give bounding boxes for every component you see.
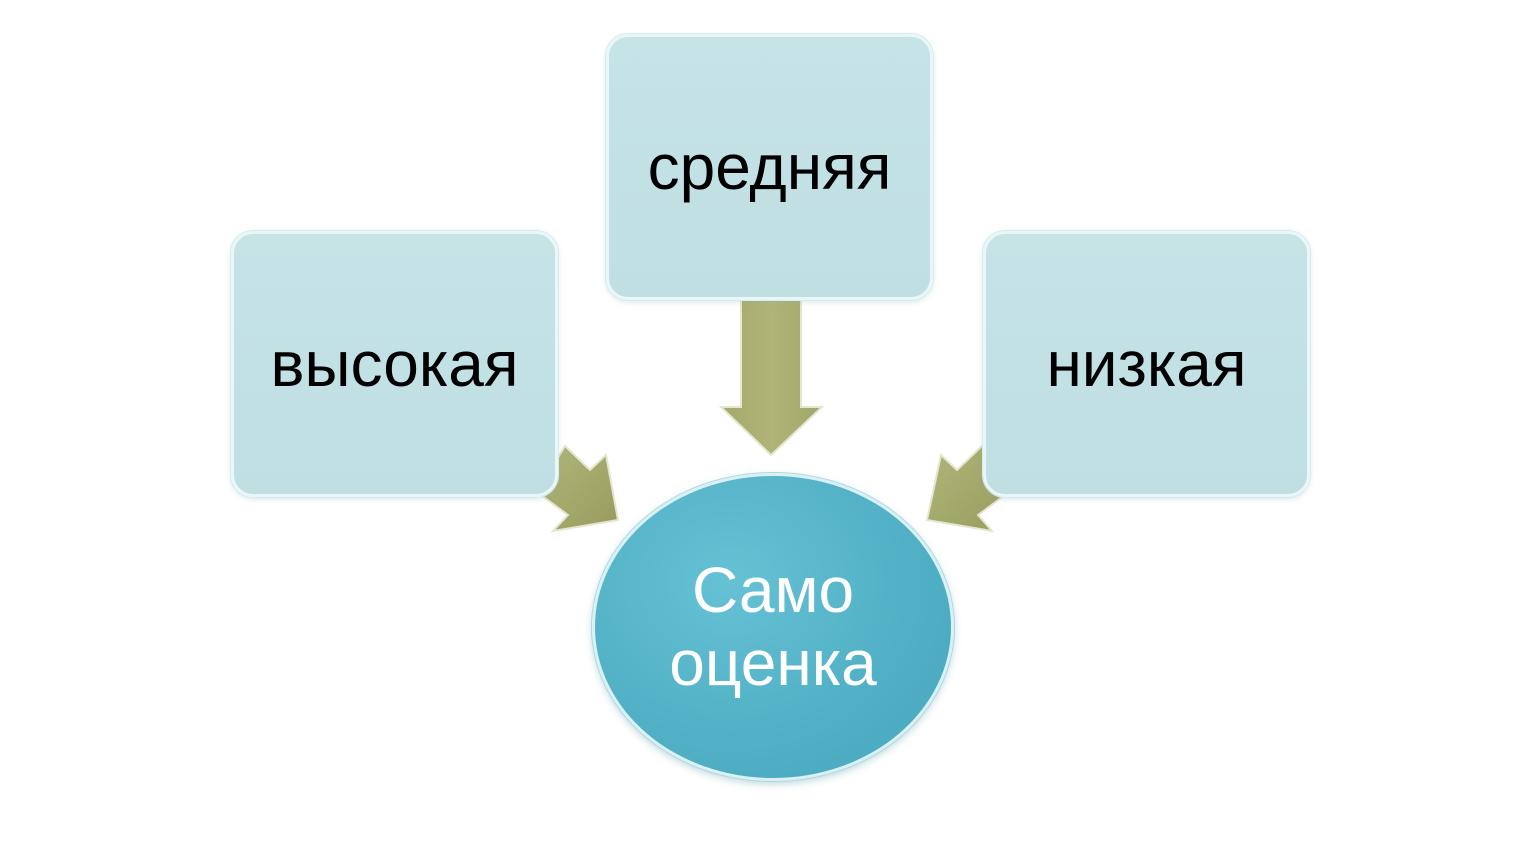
arrow-top-to-center — [718, 299, 825, 457]
node-top-label: средняя — [647, 131, 892, 203]
node-right-label: низкая — [1046, 328, 1247, 400]
node-top-box: средняя — [606, 34, 933, 300]
node-left-box: высокая — [231, 231, 558, 497]
node-right-box: низкая — [983, 231, 1310, 497]
center-node-line1: Само — [691, 554, 855, 627]
center-node-line2: оценка — [669, 627, 877, 699]
center-node-circle: Само оценка — [592, 473, 954, 781]
node-left-label: высокая — [270, 328, 519, 400]
